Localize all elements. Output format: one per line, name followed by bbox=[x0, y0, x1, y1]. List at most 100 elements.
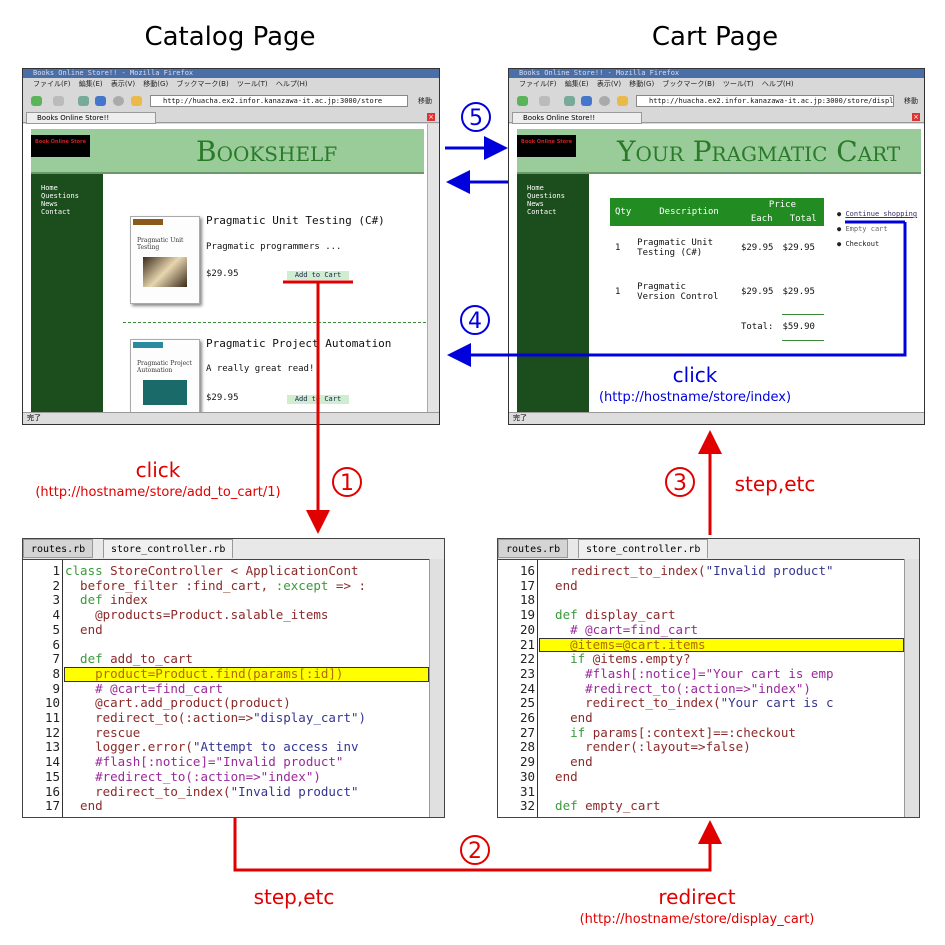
book-description: A really great read! bbox=[206, 364, 315, 374]
new-window-icon[interactable] bbox=[78, 96, 89, 106]
tab-store-controller-rb[interactable]: store_controller.rb bbox=[103, 539, 234, 558]
code-line: 16 redirect_to_index("Invalid product" bbox=[498, 563, 898, 579]
menu-bar[interactable]: ファイル(F) 編集(E) 表示(V) 移動(G) ブックマーク(B) ツール(… bbox=[519, 80, 794, 88]
tab-routes-rb[interactable]: routes.rb bbox=[23, 539, 94, 558]
empty-cart-link[interactable]: ● Empty cart bbox=[837, 225, 888, 233]
stop-icon[interactable] bbox=[599, 96, 610, 106]
code-token: if bbox=[540, 724, 593, 740]
reload-icon[interactable] bbox=[95, 96, 106, 106]
nav-news[interactable]: News bbox=[41, 200, 58, 208]
editor-scrollbar[interactable] bbox=[904, 559, 919, 817]
code-line: 7 def add_to_cart bbox=[23, 651, 423, 667]
tab-routes-rb[interactable]: routes.rb bbox=[498, 539, 569, 558]
code-token: # @cart=find_cart bbox=[65, 680, 224, 696]
code-line: 21 @items=@cart.items bbox=[498, 636, 898, 653]
code-line: 29 end bbox=[498, 754, 898, 770]
book-description: Pragmatic programmers ... bbox=[206, 242, 342, 252]
line-number: 10 bbox=[44, 695, 60, 711]
go-button[interactable]: 移動 bbox=[904, 97, 918, 105]
arrow-step1 bbox=[283, 280, 353, 534]
code-token: params[:context]==:checkout bbox=[592, 724, 796, 740]
code-token: empty_cart bbox=[585, 798, 661, 814]
line-number: 23 bbox=[519, 665, 535, 681]
stop-icon[interactable] bbox=[113, 96, 124, 106]
line-number: 17 bbox=[519, 577, 535, 593]
home-icon[interactable] bbox=[617, 96, 628, 106]
code-line: 23 #flash[:notice]="Your cart is emp bbox=[498, 665, 898, 682]
go-button[interactable]: 移動 bbox=[418, 97, 432, 105]
continue-shopping-link[interactable]: ● Continue shopping bbox=[837, 210, 918, 218]
nav-questions[interactable]: Questions bbox=[527, 192, 565, 200]
code-token: end bbox=[540, 710, 593, 725]
url-bar[interactable]: http://huacha.ex2.infor.kanazawa-it.ac.j… bbox=[636, 95, 894, 107]
code-token: def bbox=[540, 607, 586, 623]
step-3-label: step,etc bbox=[734, 472, 816, 496]
step-1-badge: 1 bbox=[332, 467, 362, 497]
url-bar[interactable]: http://huacha.ex2.infor.kanazawa-it.ac.j… bbox=[150, 95, 408, 107]
nav-contact[interactable]: Contact bbox=[527, 208, 557, 216]
code-token: redirect_to_index( bbox=[540, 695, 721, 711]
code-line: 27 if params[:context]==:checkout bbox=[498, 724, 898, 741]
code-line: 4 @products=Product.salable_items bbox=[23, 607, 423, 623]
qty-header: Qty bbox=[615, 207, 632, 217]
back-icon[interactable] bbox=[517, 96, 528, 106]
browser-tab[interactable]: Books Online Store!! bbox=[26, 112, 156, 124]
code-line: 13 logger.error("Attempt to access inv bbox=[23, 740, 423, 755]
nav-home[interactable]: Home bbox=[41, 184, 58, 192]
code-line: 15 #redirect_to(:action=>"index") bbox=[23, 769, 423, 785]
code-line: 32 def empty_cart bbox=[498, 798, 898, 814]
book-cover: Pragmatic Unit Testing bbox=[130, 216, 200, 304]
code-token: #redirect_to(:action=>"index") bbox=[540, 680, 811, 696]
tab-store-controller-rb[interactable]: store_controller.rb bbox=[578, 539, 709, 558]
code-token: # @cart=find_cart bbox=[540, 621, 699, 637]
nav-contact[interactable]: Contact bbox=[41, 208, 71, 216]
step-2-url: (http://hostname/store/display_cart) bbox=[579, 912, 815, 927]
step-2-label-left: step,etc bbox=[253, 885, 335, 909]
add-to-cart-button[interactable]: Add to Cart bbox=[287, 271, 349, 280]
close-tab-icon[interactable]: × bbox=[912, 113, 920, 121]
home-icon[interactable] bbox=[131, 96, 142, 106]
forward-icon[interactable] bbox=[539, 96, 550, 106]
header-banner: Book Online Store Bookshelf bbox=[31, 129, 424, 174]
code-token: index bbox=[110, 592, 148, 608]
step-3-badge: 3 bbox=[665, 467, 695, 497]
code-token: StoreController < ApplicationCont bbox=[110, 563, 359, 578]
current-line-highlight bbox=[539, 637, 904, 653]
back-icon[interactable] bbox=[31, 96, 42, 106]
code-token: logger.error( bbox=[65, 739, 193, 755]
status-bar: 完了 bbox=[23, 412, 439, 424]
forward-icon[interactable] bbox=[53, 96, 64, 106]
nav-questions[interactable]: Questions bbox=[41, 192, 79, 200]
browser-tab[interactable]: Books Online Store!! bbox=[512, 112, 642, 124]
page-scrollbar[interactable] bbox=[427, 124, 439, 412]
reload-icon[interactable] bbox=[581, 96, 592, 106]
close-tab-icon[interactable]: × bbox=[427, 113, 435, 121]
price-header: Price bbox=[768, 200, 797, 210]
line-number: 21 bbox=[519, 636, 535, 652]
nav-news[interactable]: News bbox=[527, 200, 544, 208]
code-token: :except bbox=[275, 577, 329, 593]
cart-actions: ● Continue shopping ● Empty cart ● Check… bbox=[837, 207, 917, 252]
code-token: redirect_to_index( bbox=[65, 783, 231, 799]
line-number: 6 bbox=[52, 636, 60, 652]
catalog-page-title: Catalog Page bbox=[144, 22, 316, 52]
arrow-step5 bbox=[445, 136, 508, 194]
editor-scrollbar[interactable] bbox=[429, 559, 444, 817]
cart-page-title: Cart Page bbox=[651, 22, 779, 52]
total-header: Total bbox=[789, 214, 817, 224]
new-window-icon[interactable] bbox=[564, 96, 575, 106]
line-number: 5 bbox=[52, 621, 60, 637]
menu-bar[interactable]: ファイル(F) 編集(E) 表示(V) 移動(G) ブックマーク(B) ツール(… bbox=[33, 80, 308, 88]
nav-toolbar: http://huacha.ex2.infor.kanazawa-it.ac.j… bbox=[509, 91, 924, 111]
code-line: 3 def index bbox=[23, 593, 423, 608]
book-title: Pragmatic Unit Testing (C#) bbox=[206, 214, 385, 227]
code-area[interactable]: 16 redirect_to_index("Invalid product"17… bbox=[498, 559, 904, 817]
code-line: 30 end bbox=[498, 769, 898, 785]
code-token: end bbox=[540, 754, 593, 770]
line-number: 29 bbox=[519, 754, 535, 770]
checkout-link[interactable]: ● Checkout bbox=[837, 240, 880, 248]
nav-home[interactable]: Home bbox=[527, 184, 544, 192]
header-banner: Book Online Store Your Pragmatic Cart bbox=[517, 129, 921, 174]
line-number: 16 bbox=[44, 783, 60, 799]
